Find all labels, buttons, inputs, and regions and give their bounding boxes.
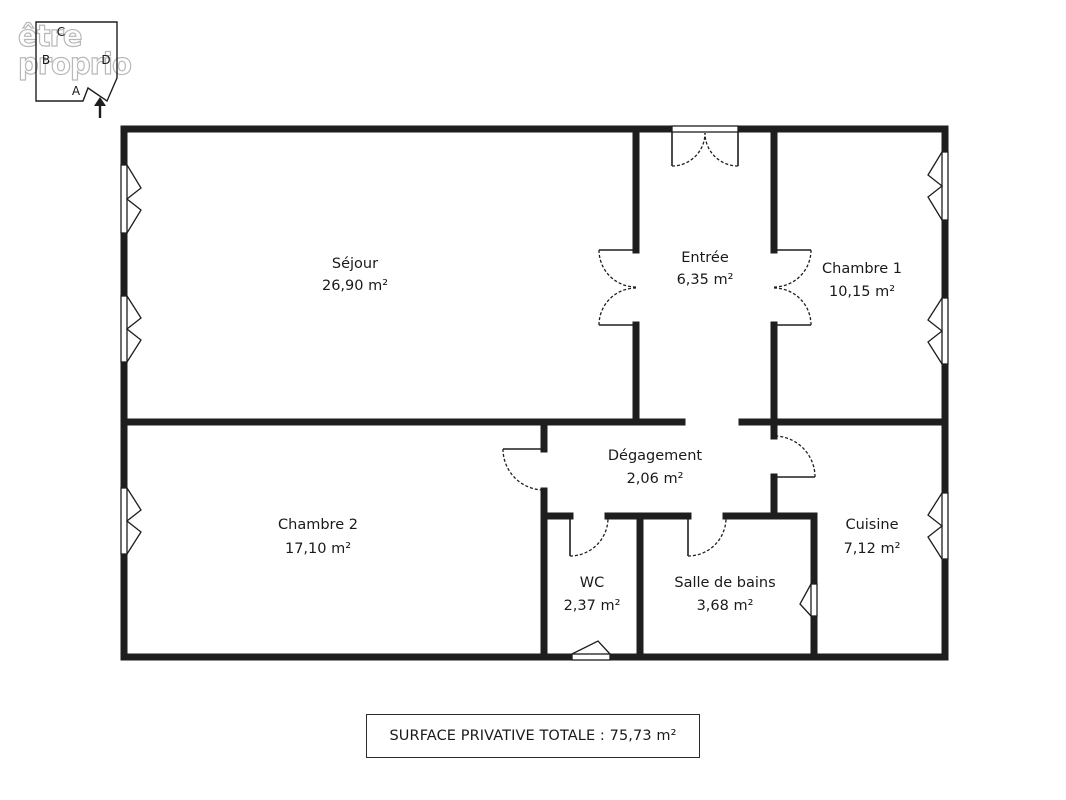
door-cuisine: [773, 435, 816, 478]
room-chambre2: Chambre 2 17,10 m²: [278, 517, 358, 557]
window-chambre2: [120, 487, 142, 555]
door-chambre1: [773, 249, 812, 326]
room-area: 6,35 m²: [677, 272, 734, 288]
room-degagement: Dégagement 2,06 m²: [608, 448, 703, 487]
window-sejour-2: [120, 295, 142, 363]
room-name: Séjour: [332, 256, 378, 272]
room-area: 2,37 m²: [564, 598, 621, 614]
doors: [502, 125, 818, 661]
door-sejour: [598, 249, 637, 326]
compass-right-letter: D: [101, 53, 110, 67]
door-salle-de-bains: [687, 516, 727, 557]
room-area: 3,68 m²: [697, 598, 754, 614]
room-cuisine: Cuisine 7,12 m²: [844, 517, 901, 557]
room-name: Chambre 1: [822, 261, 902, 277]
window-cuisine: [927, 492, 949, 560]
room-chambre1: Chambre 1 10,15 m²: [822, 261, 902, 300]
room-name: Dégagement: [608, 448, 703, 464]
compass-bottom-letter: A: [72, 84, 81, 98]
room-entree: Entrée 6,35 m²: [677, 250, 734, 288]
compass-top-letter: C: [57, 25, 65, 39]
room-area: 26,90 m²: [322, 278, 388, 294]
window-chambre1-2: [927, 297, 949, 365]
watermark-line2: proprio: [18, 47, 131, 81]
room-sejour: Séjour 26,90 m²: [322, 256, 388, 294]
room-area: 2,06 m²: [627, 471, 684, 487]
room-name: Salle de bains: [674, 575, 775, 591]
total-surface-box: SURFACE PRIVATIVE TOTALE : 75,73 m²: [366, 714, 700, 758]
door-wc: [569, 516, 609, 557]
compass-left-letter: B: [42, 53, 50, 67]
compass: C B D A: [35, 21, 118, 118]
room-name: WC: [580, 575, 604, 591]
room-salle-de-bains: Salle de bains 3,68 m²: [674, 575, 775, 614]
window-wc: [571, 640, 611, 661]
walls: [120, 125, 949, 661]
door-entree-main: [671, 125, 739, 167]
window-sejour-1: [120, 164, 142, 234]
watermark: être proprio: [17, 18, 132, 81]
room-name: Cuisine: [845, 517, 898, 533]
room-wc: WC 2,37 m²: [564, 575, 621, 614]
door-chambre2: [502, 448, 545, 491]
room-labels: Séjour 26,90 m² Entrée 6,35 m² Chambre 1…: [278, 250, 902, 614]
window-chambre1-1: [927, 151, 949, 221]
window-salle-de-bains: [799, 583, 818, 617]
room-area: 7,12 m²: [844, 541, 901, 557]
total-surface-label: SURFACE PRIVATIVE TOTALE : 75,73 m²: [389, 728, 677, 744]
room-name: Chambre 2: [278, 517, 358, 533]
room-area: 17,10 m²: [285, 541, 351, 557]
windows: [120, 151, 949, 560]
arrow-up-icon: [94, 97, 106, 118]
room-area: 10,15 m²: [829, 284, 895, 300]
watermark-line1: être: [18, 19, 82, 53]
room-name: Entrée: [681, 250, 729, 266]
